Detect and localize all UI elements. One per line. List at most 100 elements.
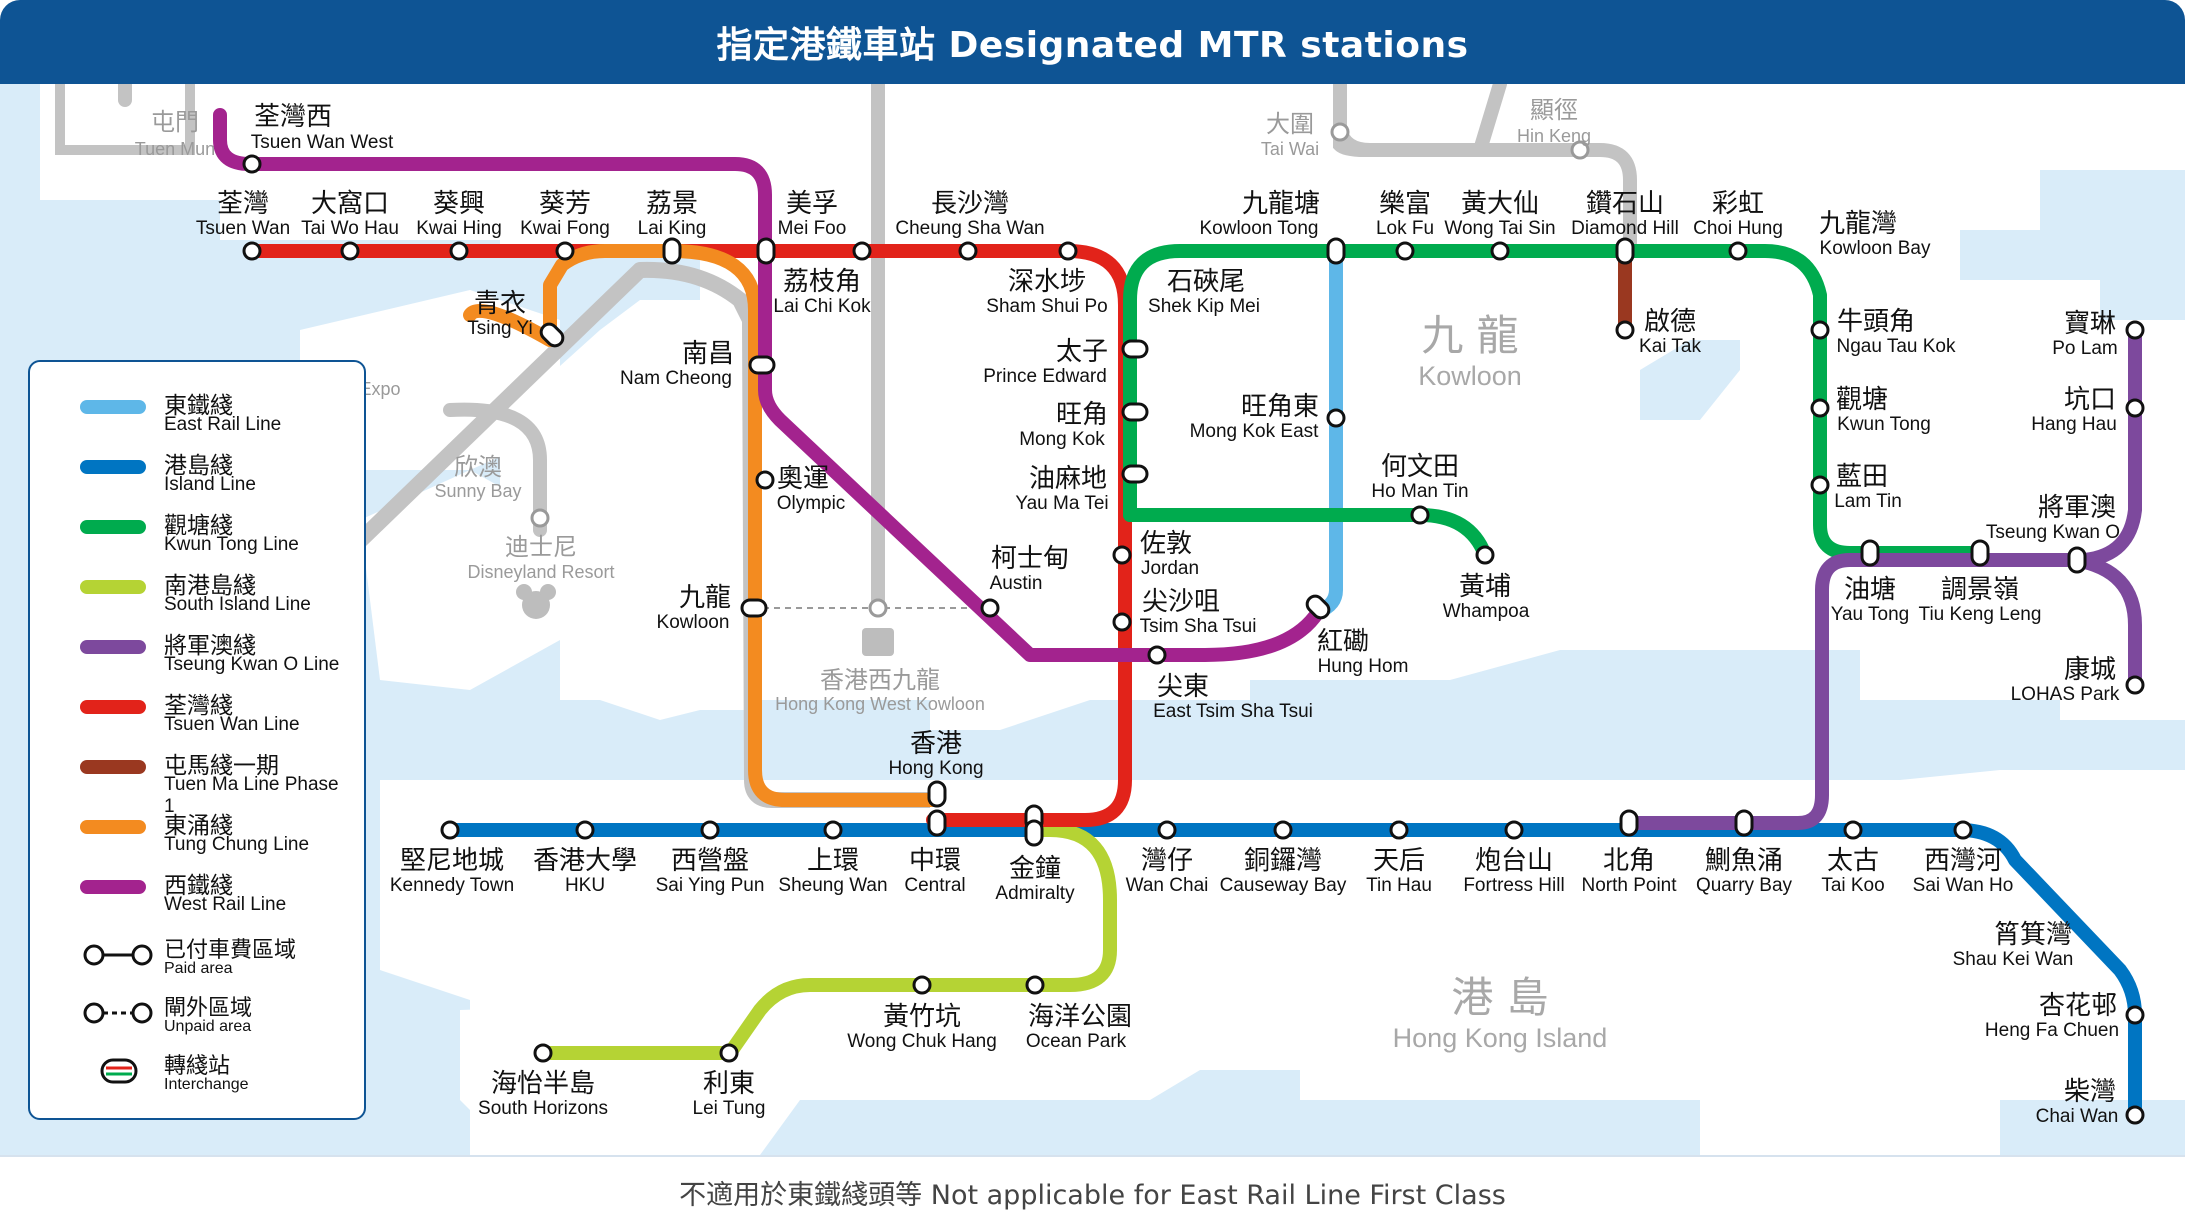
station-label-en: HKU xyxy=(565,875,605,896)
station-label-zh: 寶琳 xyxy=(2064,309,2116,339)
station-label-en: Jordan xyxy=(1141,558,1199,579)
station-label-en: Sai Ying Pun xyxy=(656,875,765,896)
station-label-en: Wan Chai xyxy=(1126,875,1209,896)
station-label-zh: 天后 xyxy=(1373,846,1425,876)
station-label-en: Mei Foo xyxy=(778,218,847,239)
legend-label-en: Unpaid area xyxy=(164,1018,252,1035)
station-label-en: Wong Chuk Hang xyxy=(847,1031,997,1052)
legend-label-zh: 港島綫 xyxy=(164,453,233,479)
legend-label-en: West Rail Line xyxy=(164,894,287,915)
station-label-en: Kai Tak xyxy=(1639,336,1701,357)
station-label-en: Kennedy Town xyxy=(390,875,514,896)
station-label-zh: 南昌 xyxy=(682,339,734,369)
interchange-icon xyxy=(100,1058,138,1084)
station-label-en: Kowloon Tong xyxy=(1199,218,1318,239)
station-label-zh: 藍田 xyxy=(1836,462,1888,492)
kwun-tong-line xyxy=(1123,244,1987,560)
greyed-station-label: 迪士尼 xyxy=(505,533,577,561)
tung-chung-line xyxy=(463,244,940,807)
station-label-zh: 青衣 xyxy=(474,289,526,319)
map-footer-note: 不適用於東鐵綫頭等 Not applicable for East Rail L… xyxy=(0,1155,2185,1227)
greyed-station-label: 顯徑 xyxy=(1530,96,1578,124)
station-label-zh: 黃埔 xyxy=(1459,572,1511,602)
station-label-zh: 黃竹坑 xyxy=(883,1002,961,1032)
station-label-en: North Point xyxy=(1581,875,1677,896)
map-title: 指定港鐵車站 Designated MTR stations xyxy=(0,0,2185,84)
station-label-en: Austin xyxy=(990,573,1043,594)
legend-label-zh: 南港島綫 xyxy=(164,573,256,599)
station-label-en: Tseung Kwan O xyxy=(1986,522,2120,543)
station-label-zh: 長沙灣 xyxy=(931,189,1009,219)
station-label-zh: 西灣河 xyxy=(1924,846,2002,876)
station-label-zh: 觀塘 xyxy=(1836,385,1888,415)
station-label-en: Kwun Tong xyxy=(1837,414,1931,435)
station-label-zh: 葵興 xyxy=(433,189,485,219)
station-label-en: East Tsim Sha Tsui xyxy=(1153,701,1313,722)
legend-label-zh: 轉綫站 xyxy=(164,1054,231,1079)
legend-label-en: Tseung Kwan O Line xyxy=(164,654,340,675)
station-label-zh: 荃灣西 xyxy=(254,102,332,132)
legend-label-en: East Rail Line xyxy=(164,414,282,435)
high-speed-rail-icon xyxy=(862,628,894,656)
legend-label-zh: 已付車費區域 xyxy=(164,938,297,963)
station-label-zh: 黃大仙 xyxy=(1461,189,1539,219)
kwun-tong-swatch xyxy=(80,520,146,534)
station-label-zh: 石硤尾 xyxy=(1167,267,1245,297)
tung-chung-swatch xyxy=(80,820,146,834)
station-label-en: Tai Koo xyxy=(1821,875,1884,896)
station-label-zh: 調景嶺 xyxy=(1941,575,2019,605)
station-label-zh: 康城 xyxy=(2064,655,2116,685)
station-label-en: Mong Kok East xyxy=(1190,421,1320,442)
station-label-zh: 中環 xyxy=(909,846,961,876)
area-hk-island-en: Hong Kong Island xyxy=(1393,1023,1608,1053)
station-label-en: Shau Kei Wan xyxy=(1953,949,2074,970)
island-line xyxy=(443,823,2142,1122)
station-label-zh: 何文田 xyxy=(1381,452,1459,482)
station-label-zh: 炮台山 xyxy=(1475,846,1553,876)
tsuen-wan-swatch xyxy=(80,700,146,714)
legend-label-en: Tuen Ma Line Phase 1 xyxy=(164,774,339,817)
station-label-en: Po Lam xyxy=(2052,338,2117,359)
greyed-station-label: 欣澳 xyxy=(454,453,502,481)
station-label-en: Kowloon Bay xyxy=(1820,238,1931,259)
station-label-zh: 尖東 xyxy=(1157,672,1209,702)
station-label-en: Causeway Bay xyxy=(1220,875,1347,896)
station-label-zh: 奧運 xyxy=(777,464,829,494)
station-label-en: Chai Wan xyxy=(2036,1106,2119,1127)
greyed-station-label: Tai Wai xyxy=(1261,139,1319,159)
tseung-kwan-o-swatch xyxy=(80,640,146,654)
station-label-en: Kwai Hing xyxy=(416,218,502,239)
station-label-zh: 荔枝角 xyxy=(783,267,861,297)
station-label-en: Diamond Hill xyxy=(1571,218,1679,239)
station-label-zh: 上環 xyxy=(807,846,859,876)
station-label-zh: 灣仔 xyxy=(1141,846,1193,876)
south-island-line xyxy=(536,823,1117,1060)
station-label-en: Mong Kok xyxy=(1019,429,1105,450)
station-label-zh: 柴灣 xyxy=(2064,1077,2116,1107)
disneyland-icon xyxy=(516,584,556,619)
station-label-en: Tin Hau xyxy=(1366,875,1432,896)
station-label-en: Hung Hom xyxy=(1318,656,1409,677)
station-label-en: Prince Edward xyxy=(983,366,1107,387)
route-map: 九 龍 Kowloon 港 島 Hong Kong Island 屯門 Tuen… xyxy=(0,84,2185,1155)
station-label-zh: 彩虹 xyxy=(1712,189,1764,219)
station-label-en: Sai Wan Ho xyxy=(1913,875,2014,896)
station-label-en: Shek Kip Mei xyxy=(1148,296,1260,317)
station-label-zh: 太子 xyxy=(1056,337,1108,367)
station-label-zh: 筲箕灣 xyxy=(1994,920,2072,950)
station-label-zh: 葵芳 xyxy=(539,189,591,219)
station-label-en: Lok Fu xyxy=(1376,218,1434,239)
station-label-en: South Horizons xyxy=(478,1098,608,1119)
station-label-en: Quarry Bay xyxy=(1696,875,1793,896)
station-label-zh: 坑口 xyxy=(2064,385,2116,415)
station-label-en: Lai Chi Kok xyxy=(773,296,871,317)
